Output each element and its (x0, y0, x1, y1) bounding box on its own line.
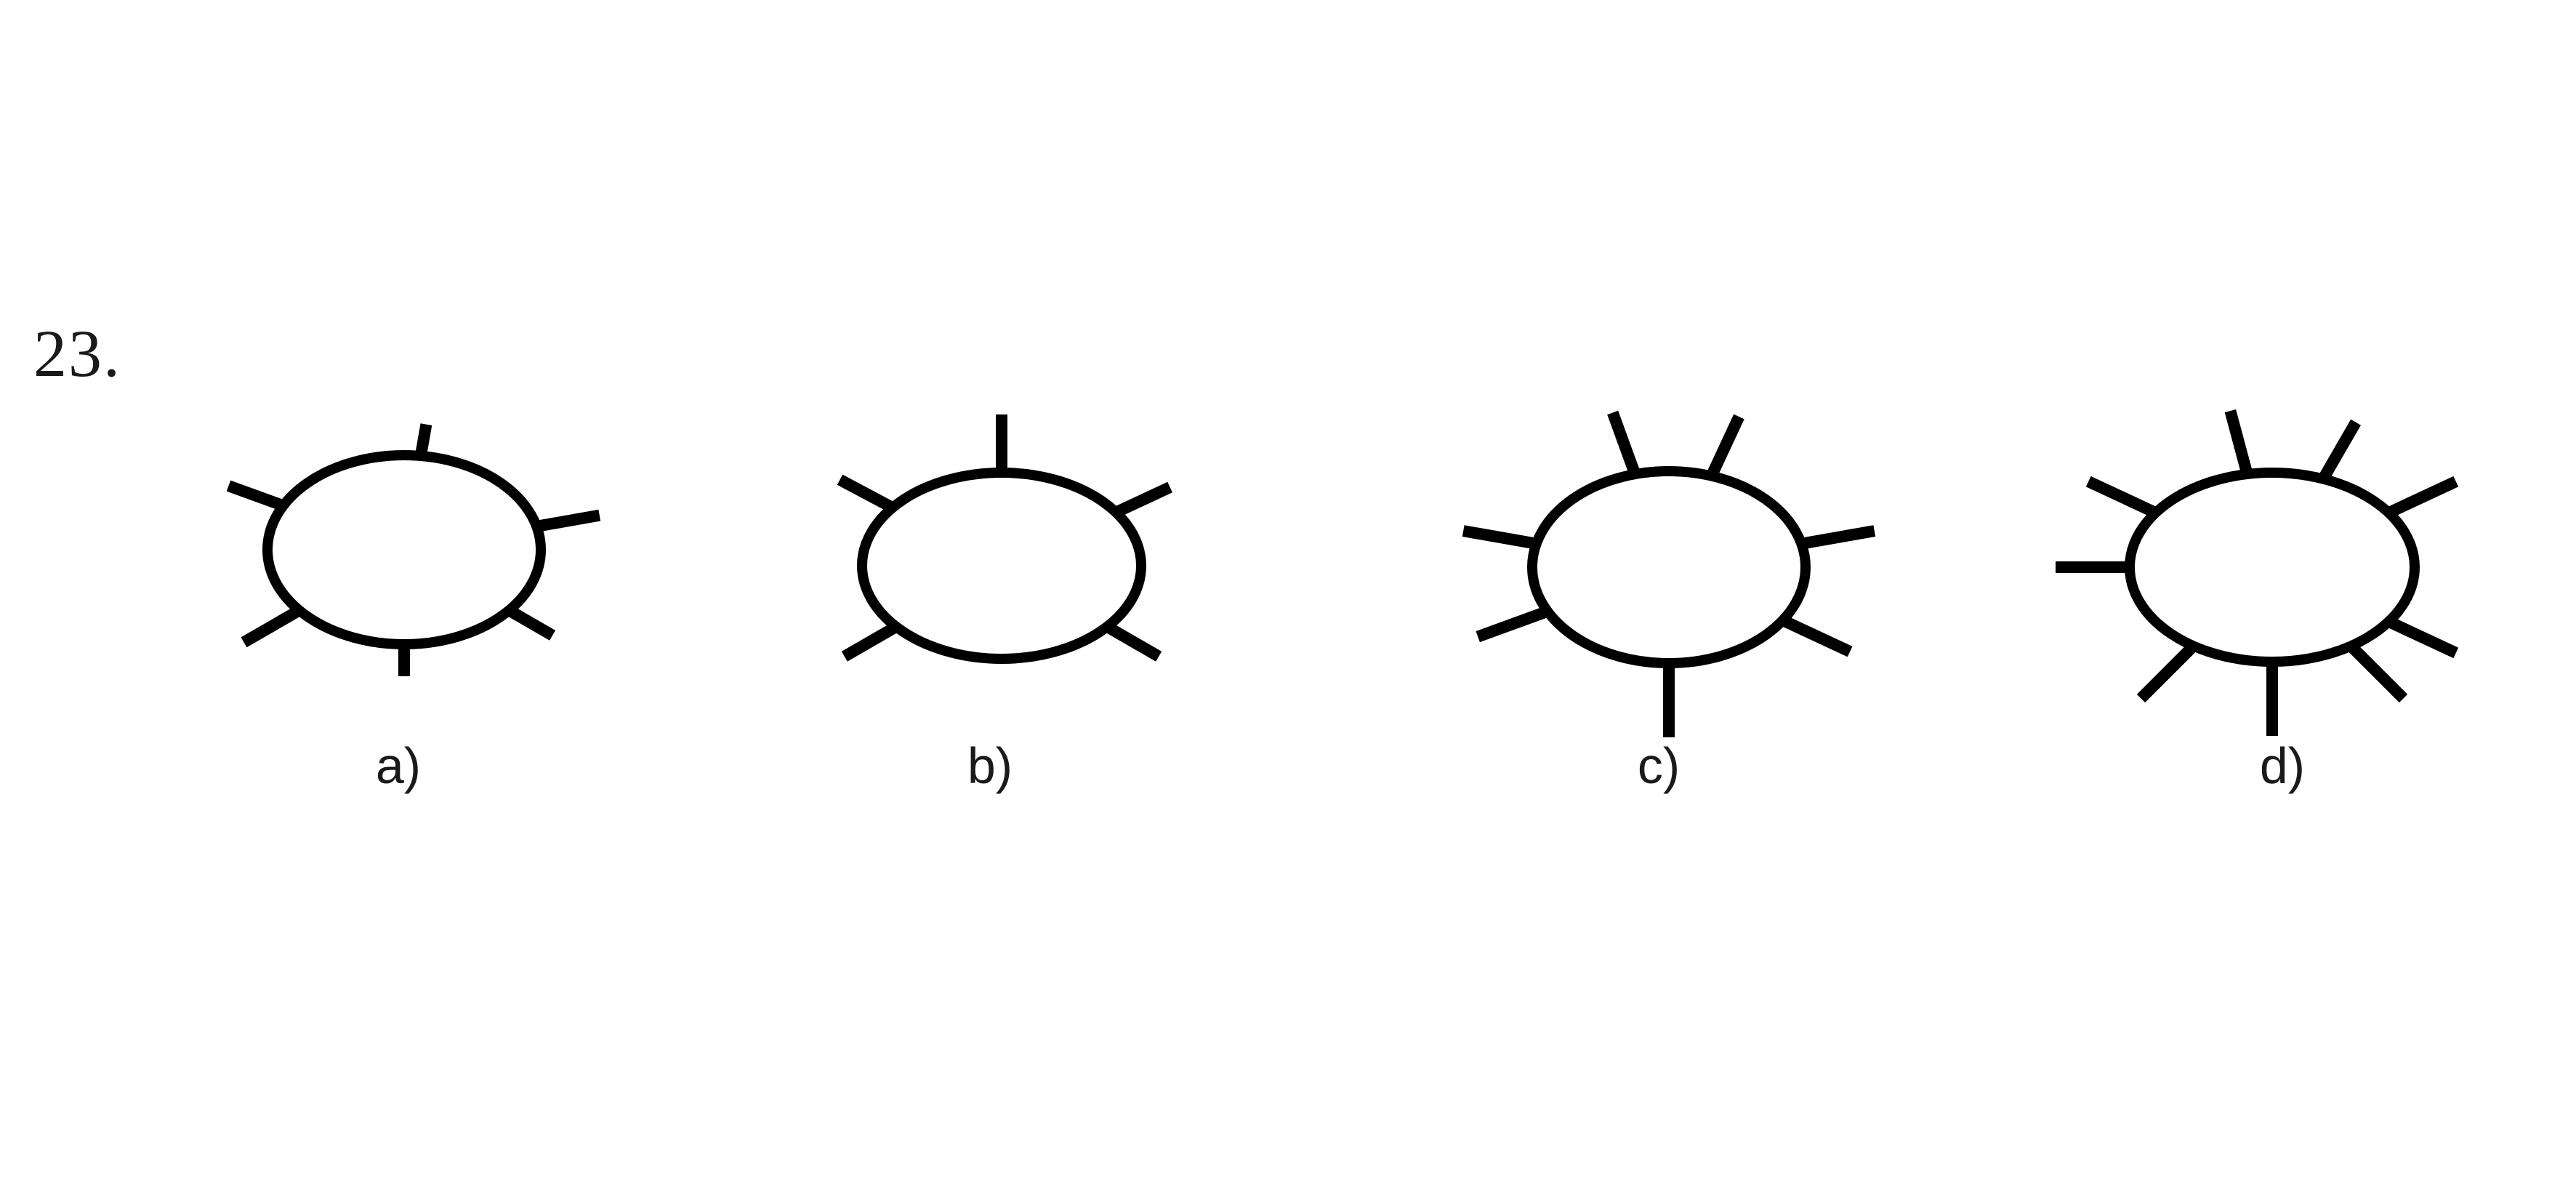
ring-outline (857, 468, 1146, 664)
option-d-figure (2056, 409, 2459, 736)
spoke-line-3 (1800, 525, 1876, 550)
spoke-line-6 (2136, 641, 2198, 703)
option-d-label[interactable]: d) (2259, 737, 2306, 794)
spoke-line-3 (1104, 621, 1162, 662)
spoke-line-2 (1607, 410, 1641, 476)
spoke-line-2 (2318, 419, 2362, 482)
spoke-line-9 (2386, 616, 2459, 659)
spoke-line-4 (841, 621, 899, 662)
option-b-label[interactable]: b) (967, 737, 1013, 794)
option-a-label[interactable]: a) (375, 737, 422, 794)
ring-outline (1527, 466, 1811, 668)
spoke-line-1 (1706, 414, 1744, 478)
spoke-line-2 (1113, 481, 1172, 518)
spoke-line-2 (535, 509, 601, 532)
ring-outline (262, 450, 546, 649)
option-b-figure (837, 414, 1172, 664)
option-a-figure (226, 423, 601, 676)
spoke-line-5 (1476, 606, 1550, 643)
ring-outline (2125, 468, 2420, 667)
option-c-label[interactable]: c) (1637, 737, 1681, 794)
spoke-line-3 (506, 605, 556, 641)
spoke-line-1 (414, 423, 432, 457)
option-c-figure (1462, 410, 1876, 737)
spoke-line-8 (2346, 641, 2408, 703)
spoke-line-3 (2386, 476, 2459, 518)
spoke-line-4 (2085, 476, 2159, 518)
spoke-line-7 (1780, 614, 1853, 657)
spoke-line-5 (241, 605, 302, 648)
spoke-line-4 (1462, 525, 1538, 550)
spoke-line-1 (2224, 409, 2253, 476)
question-number: 23. (33, 316, 121, 390)
spoke-line-6 (226, 480, 286, 511)
spoke-line-5 (837, 474, 895, 513)
